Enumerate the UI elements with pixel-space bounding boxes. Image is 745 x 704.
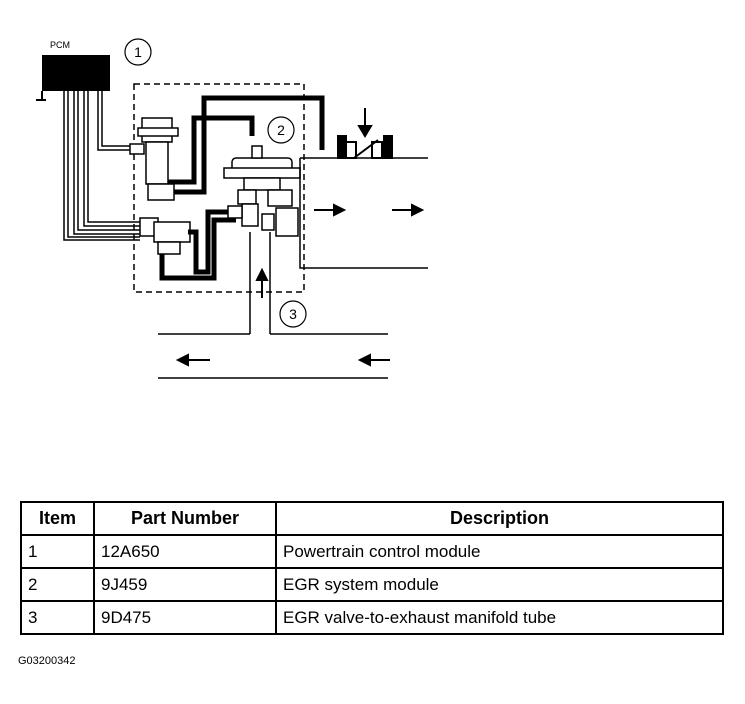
table-row: 2 9J459 EGR system module [20, 567, 724, 602]
callout-3: 3 [279, 300, 307, 328]
intake-manifold [299, 157, 428, 269]
parts-table: Item Part Number Description 1 12A650 Po… [20, 501, 724, 635]
upper-vacuum-solenoid [129, 117, 179, 201]
cell-description: EGR system module [275, 567, 724, 602]
callout-3-label: 3 [289, 306, 297, 322]
table-header-row: Item Part Number Description [20, 501, 724, 536]
pcm-module: PCM [36, 40, 110, 101]
lower-vacuum-solenoid [139, 217, 191, 255]
header-part-number: Part Number [93, 501, 277, 536]
egr-valve [223, 145, 301, 237]
exhaust-manifold [158, 333, 388, 379]
pcm-label: PCM [50, 40, 70, 50]
cell-part-number: 9D475 [93, 600, 277, 635]
egr-module-boundary [133, 83, 305, 293]
cell-description: EGR valve-to-exhaust manifold tube [275, 600, 724, 635]
flow-arrows [175, 203, 425, 367]
cell-part-number: 12A650 [93, 534, 277, 569]
pcm-wiring [63, 91, 140, 241]
cell-description: Powertrain control module [275, 534, 724, 569]
table-row: 3 9D475 EGR valve-to-exhaust manifold tu… [20, 600, 724, 635]
header-item: Item [20, 501, 95, 536]
header-description: Description [275, 501, 724, 536]
vacuum-hoses [159, 95, 325, 281]
cell-part-number: 9J459 [93, 567, 277, 602]
figure-id: G03200342 [18, 655, 76, 667]
callout-1: 1 [124, 38, 152, 66]
egr-system-diagram: PCM [36, 38, 428, 379]
egr-tube [249, 232, 271, 334]
callout-2: 2 [267, 116, 295, 144]
cell-item: 1 [20, 534, 95, 569]
table-row: 1 12A650 Powertrain control module [20, 534, 724, 569]
cell-item: 3 [20, 600, 95, 635]
callout-1-label: 1 [134, 44, 142, 60]
throttle-body [337, 108, 393, 159]
cell-item: 2 [20, 567, 95, 602]
callout-2-label: 2 [277, 122, 285, 138]
